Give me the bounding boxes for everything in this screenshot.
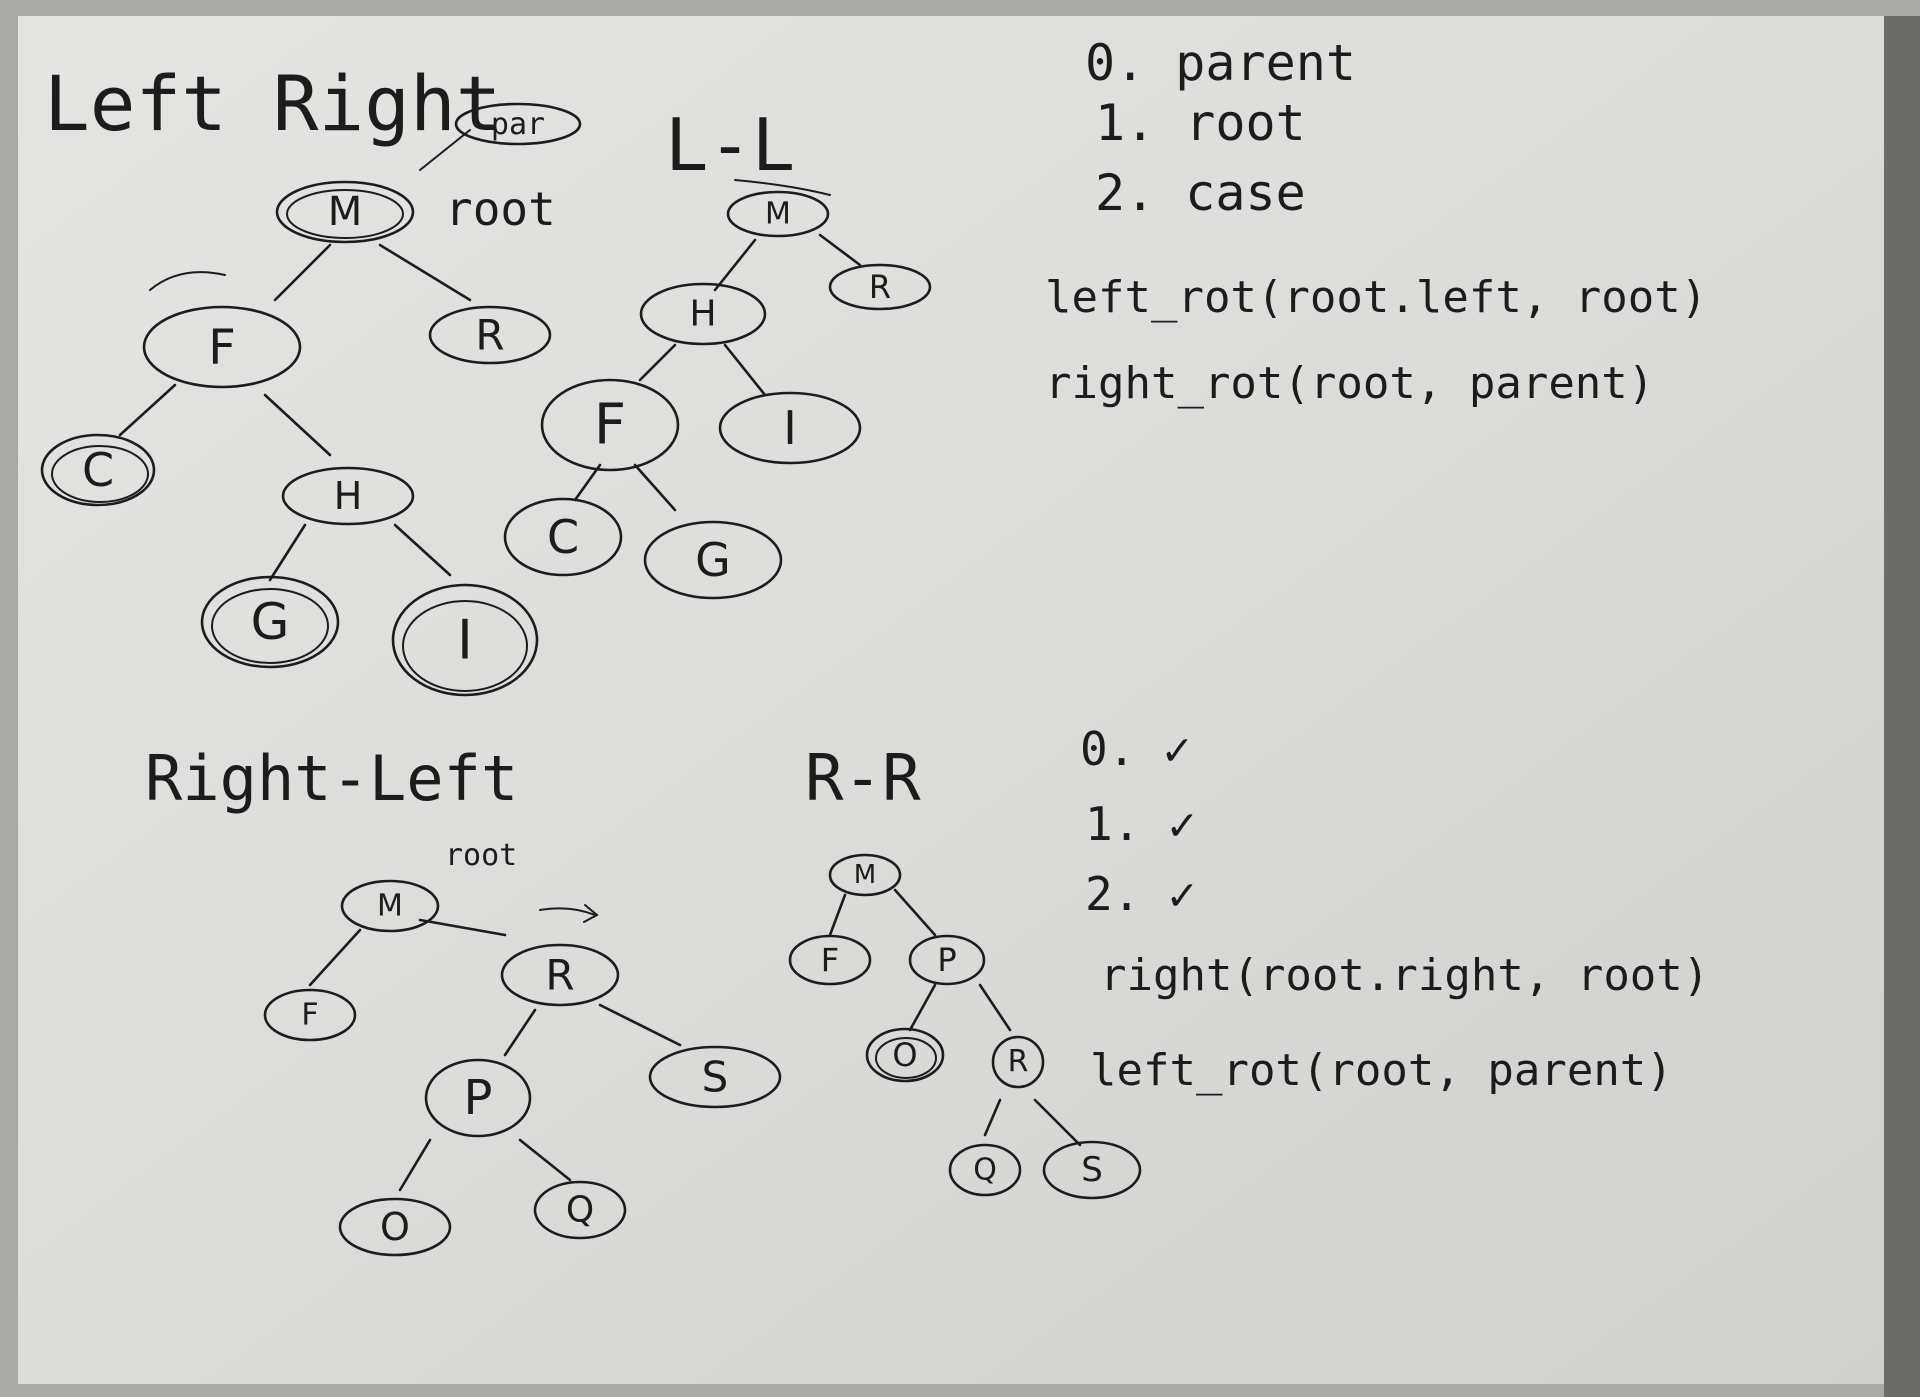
svg-text:I: I — [457, 609, 473, 672]
lr-node-g: G — [200, 575, 340, 669]
label-par: par — [491, 107, 545, 142]
svg-text:O: O — [380, 1205, 410, 1249]
rl-node-p: P — [424, 1058, 532, 1138]
rl-node-q: Q — [533, 1180, 627, 1240]
doodle-arrow — [149, 271, 226, 291]
rr-node-r: R — [991, 1035, 1045, 1089]
svg-text:C: C — [82, 443, 114, 497]
par-link — [419, 129, 471, 171]
svg-text:H: H — [689, 294, 716, 335]
ll-node-m: M — [726, 190, 830, 238]
note-step-1: 1. root — [1095, 94, 1306, 152]
board-surface — [18, 16, 1884, 1384]
ll-node-i: I — [718, 391, 862, 465]
svg-text:G: G — [695, 533, 731, 587]
ll-node-c: C — [503, 497, 623, 577]
label-root-bottom: root — [445, 838, 517, 873]
rl-node-r: R — [500, 943, 620, 1007]
svg-text:Q: Q — [566, 1190, 594, 1231]
lr-node-h: H — [281, 466, 415, 526]
svg-text:F: F — [301, 998, 318, 1033]
svg-text:S: S — [1081, 1150, 1103, 1190]
ll-node-f: F — [540, 378, 680, 472]
svg-text:R: R — [475, 311, 504, 360]
svg-text:I: I — [783, 401, 797, 455]
svg-text:R: R — [1008, 1045, 1029, 1080]
lr-node-i: I — [391, 583, 539, 697]
title-l-l: L-L — [665, 103, 795, 187]
note-code-1: right_rot(root, parent) — [1045, 358, 1654, 409]
note-check-1: 1. ✓ — [1085, 797, 1196, 851]
note-step-0: 0. parent — [1085, 34, 1356, 92]
rl-node-f: F — [263, 988, 357, 1042]
svg-text:M: M — [765, 197, 791, 232]
rr-node-q: Q — [948, 1143, 1022, 1197]
notes-top: 0. parent 1. root 2. case left_rot(root.… — [1045, 34, 1707, 409]
svg-text:C: C — [547, 510, 579, 564]
note-check-0: 0. ✓ — [1080, 722, 1191, 776]
note-step-2: 2. case — [1095, 164, 1306, 222]
rotation-arrow-top — [734, 179, 831, 196]
ll-node-g: G — [643, 520, 783, 600]
svg-text:S: S — [702, 1053, 729, 1102]
rotation-arrow-bottom — [539, 904, 599, 923]
par-bubble — [454, 102, 582, 146]
ll-node-h: H — [639, 282, 767, 346]
svg-text:M: M — [377, 889, 403, 924]
svg-text:M: M — [854, 860, 876, 890]
svg-text:O: O — [892, 1036, 917, 1074]
title-r-r: R-R — [805, 742, 921, 816]
lr-node-r: R — [428, 305, 552, 365]
svg-text:Q: Q — [973, 1153, 997, 1188]
tree-l-l: M H R F I C G — [503, 190, 932, 600]
rl-node-o: O — [338, 1197, 452, 1257]
svg-text:R: R — [869, 268, 891, 306]
svg-text:H: H — [334, 474, 363, 518]
rr-node-p: P — [908, 934, 986, 986]
rr-node-m: M — [828, 853, 902, 897]
rl-node-s: S — [648, 1045, 782, 1109]
notes-bottom: 0. ✓ 1. ✓ 2. ✓ right(root.right, root) l… — [1080, 722, 1709, 1096]
lr-node-c: C — [40, 433, 156, 507]
lr-node-f: F — [142, 305, 302, 389]
note-code-0: left_rot(root.left, root) — [1045, 272, 1707, 323]
ll-node-r: R — [828, 263, 932, 311]
rl-node-m: M — [340, 879, 440, 933]
tree-r-r: M F P O R Q S — [788, 853, 1142, 1200]
label-root-top: root — [445, 182, 556, 236]
svg-text:M: M — [328, 189, 363, 235]
svg-text:F: F — [594, 393, 626, 458]
svg-text:G: G — [251, 593, 290, 651]
board-edge — [1884, 16, 1920, 1397]
lr-node-m: M — [275, 180, 415, 244]
svg-text:F: F — [208, 320, 236, 376]
svg-text:R: R — [545, 951, 574, 1000]
rr-node-o: O — [865, 1027, 945, 1083]
note-code-3: left_rot(root, parent) — [1090, 1045, 1673, 1096]
rr-node-s: S — [1042, 1140, 1142, 1200]
svg-text:P: P — [937, 941, 956, 979]
title-right-left: Right-Left — [145, 742, 518, 815]
tree-left-right: M F R C H G I — [40, 180, 552, 697]
note-code-2: right(root.right, root) — [1100, 950, 1709, 1001]
title-left-right: Left Right — [44, 59, 502, 148]
svg-text:F: F — [821, 941, 839, 979]
rr-node-f: F — [788, 934, 872, 986]
tree-right-left: M F R P S O Q — [263, 879, 782, 1257]
note-check-2: 2. ✓ — [1085, 867, 1196, 921]
svg-text:P: P — [464, 1070, 493, 1126]
